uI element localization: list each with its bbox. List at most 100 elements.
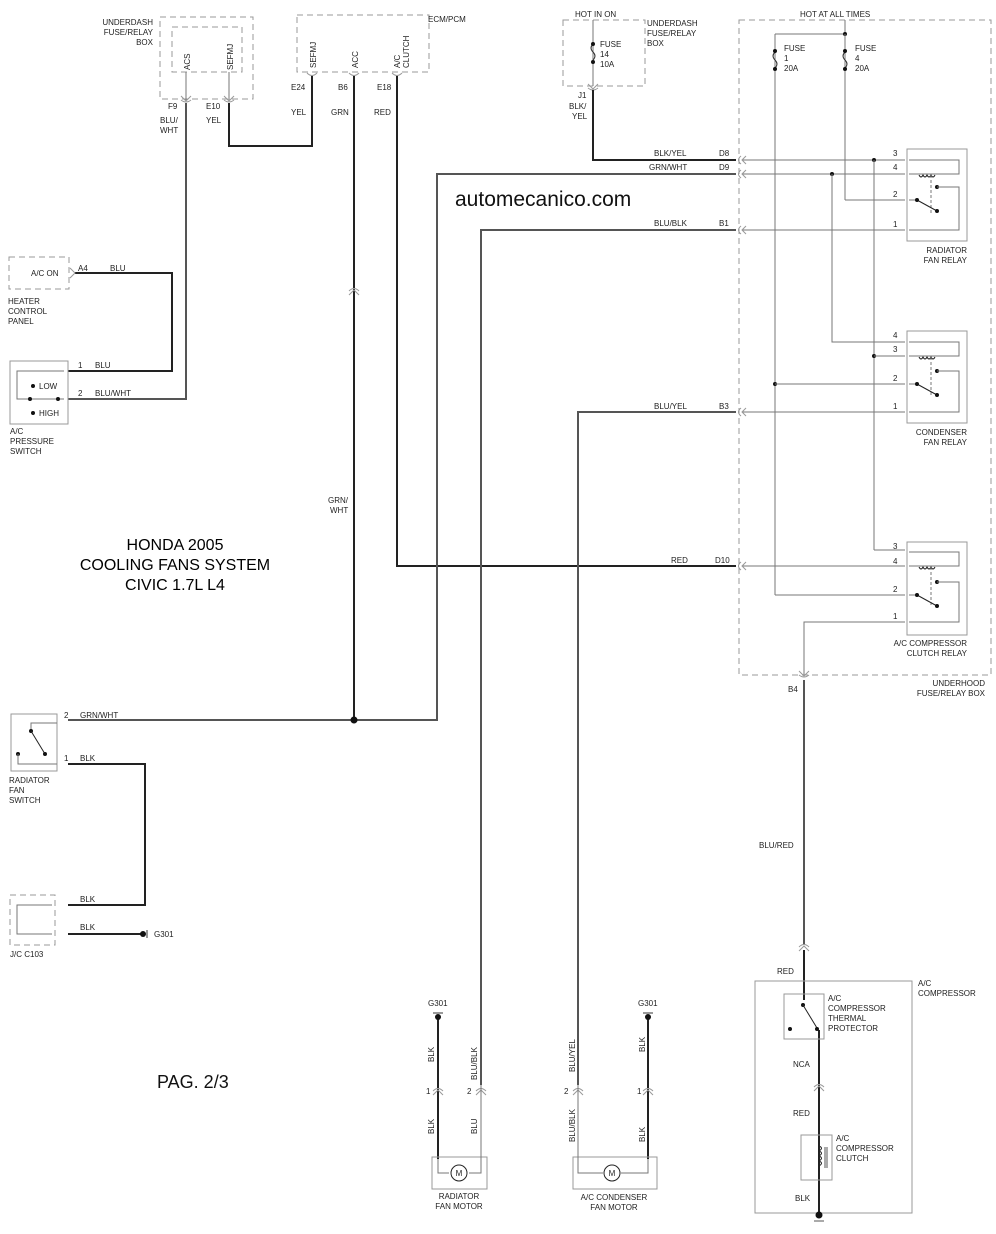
junction-connector-c103: BLK BLK J/C C103 G301 (9, 894, 174, 959)
svg-text:1: 1 (893, 220, 898, 229)
svg-text:COMPRESSOR: COMPRESSOR (836, 1144, 894, 1153)
svg-text:PRESSURE: PRESSURE (10, 437, 54, 446)
fuse-4-terminal-icon (843, 49, 847, 53)
svg-text:CONDENSER: CONDENSER (916, 428, 967, 437)
wire-label-b4: BLU/RED (759, 841, 794, 850)
fuse-4-label: FUSE (855, 44, 876, 53)
wire-label-f9: BLU/ (160, 116, 179, 125)
wire-label-cm-gnd-bot: BLK (638, 1126, 647, 1142)
ac-condenser-fan-motor: G301 BLU/YEL BLK 2 1 BLU/BLK BLK M A/C C… (564, 999, 658, 1212)
wire-label-j1a: BLK/ (569, 102, 587, 111)
ecm-pcm: ECM/PCM SEFMJ ACC A/C CLUTCH (296, 14, 466, 76)
wire-label-rm-gnd-bot: BLK (427, 1118, 436, 1134)
svg-text:HEATER: HEATER (8, 297, 40, 306)
wire-label-rm-gnd-top: BLK (427, 1046, 436, 1062)
svg-text:A/C: A/C (828, 994, 842, 1003)
svg-text:COMPRESSOR: COMPRESSOR (918, 989, 976, 998)
wire-label-comp-in: RED (777, 967, 794, 976)
svg-text:4: 4 (855, 54, 860, 63)
fuse-14-terminal-icon (591, 60, 595, 64)
svg-text:RADIATOR: RADIATOR (9, 776, 50, 785)
svg-text:4: 4 (893, 331, 898, 340)
svg-text:1: 1 (893, 612, 898, 621)
connector-d9: D9 (719, 163, 730, 172)
underhood-fuse-relay-box: HOT AT ALL TIMES UNDERHOOD FUSE/RELAY BO… (738, 10, 992, 698)
svg-text:M: M (456, 1169, 463, 1178)
radiator-fan-motor: G301 BLK BLU/BLK 1 2 BLK BLU M RADIATOR … (426, 999, 488, 1211)
underdash-fuse-relay-box-left: UNDERDASH FUSE/RELAY BOX ACS SEFMJ (102, 16, 254, 103)
ground-icon (435, 1014, 441, 1020)
svg-text:2: 2 (893, 585, 898, 594)
svg-text:SWITCH: SWITCH (9, 796, 41, 805)
fuse-14-terminal-icon (591, 42, 595, 46)
wire-label-rfs1: BLK (80, 754, 96, 763)
svg-text:FAN RELAY: FAN RELAY (924, 256, 968, 265)
svg-text:2: 2 (893, 190, 898, 199)
connector-ps2: 2 (78, 389, 83, 398)
svg-text:RADIATOR: RADIATOR (439, 1192, 480, 1201)
ground-g301-c: G301 (638, 999, 658, 1008)
wire-label-f9b: WHT (160, 126, 178, 135)
wire-label-grnwht-a: GRN/ (328, 496, 349, 505)
ac-compressor: A/C COMPRESSOR A/C COMPRESSOR THERMAL PR… (754, 979, 976, 1222)
svg-text:3: 3 (893, 345, 898, 354)
wire-label-cm-sig-bot: BLU/BLK (568, 1108, 577, 1142)
title-line-1: HONDA 2005 (127, 537, 224, 554)
radiator-fan-relay: 3 4 2 1 RADIATOR FAN RELAY (893, 148, 968, 265)
svg-text:14: 14 (600, 50, 609, 59)
svg-text:COMPRESSOR: COMPRESSOR (828, 1004, 886, 1013)
connector-d10: D10 (715, 556, 730, 565)
svg-text:THERMAL: THERMAL (828, 1014, 867, 1023)
svg-text:BOX: BOX (136, 38, 154, 47)
motor-icon (603, 1164, 621, 1182)
underhood-box-connectors (738, 155, 747, 571)
wire-label-b1: BLU/BLK (654, 219, 688, 228)
wire-label-comp-gnd: BLK (795, 1194, 811, 1203)
diagram-title: HONDA 2005 COOLING FANS SYSTEM CIVIC 1.7… (80, 537, 270, 594)
svg-text:3: 3 (893, 149, 898, 158)
svg-text:A/C: A/C (918, 979, 932, 988)
heater-control-panel: A/C ON A4 BLU HEATER CONTROL PANEL (8, 256, 126, 326)
ac-pressure-switch: LOW HIGH 1 BLU 2 BLU/WHT A/C PRESSURE SW… (9, 360, 131, 456)
connector-e24: E24 (291, 83, 306, 92)
svg-text:FAN: FAN (9, 786, 25, 795)
wire-label-comp-mid: RED (793, 1109, 810, 1118)
wire-label-j1b: YEL (572, 112, 588, 121)
wire-label-jc2: BLK (80, 923, 96, 932)
motor-icon (450, 1164, 468, 1182)
wire-label-e24: YEL (291, 108, 307, 117)
fuse-1-label: FUSE (784, 44, 805, 53)
connector-cm2: 2 (564, 1087, 569, 1096)
fuse-4-terminal-icon (843, 67, 847, 71)
page-number: PAG. 2/3 (157, 1072, 229, 1092)
connector-rfs2: 2 (64, 711, 69, 720)
svg-text:RADIATOR: RADIATOR (926, 246, 967, 255)
wire-label-nca: NCA (793, 1060, 811, 1069)
svg-text:SEFMJ: SEFMJ (226, 44, 235, 70)
svg-text:PANEL: PANEL (8, 317, 34, 326)
wire-label-cm-gnd-top: BLK (638, 1036, 647, 1052)
splice-icon (350, 716, 358, 724)
condenser-fan-relay: 4 3 2 1 CONDENSER FAN RELAY (893, 330, 968, 447)
svg-text:A/C CONDENSER: A/C CONDENSER (581, 1193, 648, 1202)
wire-label-e18: RED (374, 108, 391, 117)
wire-label-ps2: BLU/WHT (95, 389, 131, 398)
svg-text:3: 3 (893, 542, 898, 551)
wire-label-d8: BLK/YEL (654, 149, 687, 158)
svg-text:PROTECTOR: PROTECTOR (828, 1024, 878, 1033)
svg-text:BOX: BOX (647, 39, 665, 48)
svg-text:ECM/PCM: ECM/PCM (428, 15, 466, 24)
title-line-3: CIVIC 1.7L L4 (125, 577, 225, 594)
svg-text:LOW: LOW (39, 382, 58, 391)
connector-rm2: 2 (467, 1087, 472, 1096)
svg-text:SEFMJ: SEFMJ (309, 42, 318, 68)
connector-a4: A4 (78, 264, 88, 273)
wires (68, 76, 820, 1213)
ground-icon (140, 931, 146, 937)
watermark: automecanico.com (455, 188, 631, 211)
connector-f9: F9 (168, 102, 178, 111)
connector-rfs1: 1 (64, 754, 69, 763)
svg-text:J/C C103: J/C C103 (10, 950, 44, 959)
svg-text:FAN MOTOR: FAN MOTOR (435, 1202, 483, 1211)
connector-b1: B1 (719, 219, 729, 228)
